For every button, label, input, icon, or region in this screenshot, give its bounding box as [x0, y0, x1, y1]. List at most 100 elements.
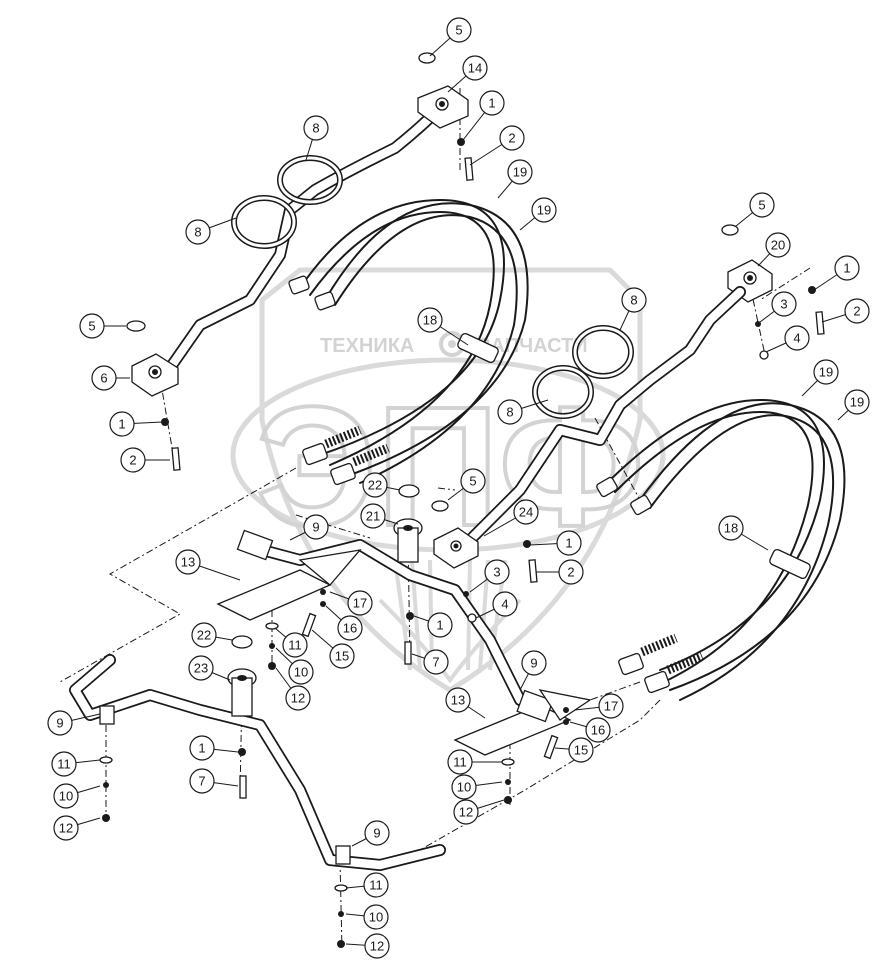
callout-circle	[417, 307, 443, 333]
callout-number: 6	[100, 371, 107, 386]
callout-circle	[288, 659, 314, 685]
callout-circle	[91, 365, 117, 391]
callout-number: 17	[604, 699, 618, 714]
callout-circle	[185, 219, 211, 245]
callout-16: 16	[325, 605, 363, 641]
o-ring-5-left	[126, 320, 146, 332]
callout-10: 10	[275, 647, 314, 685]
callout-number: 15	[335, 649, 349, 664]
callout-9: 9	[47, 710, 101, 736]
callout-8: 8	[303, 115, 329, 161]
callout-circle	[347, 590, 373, 616]
callout-circle	[556, 530, 582, 556]
callout-circle	[360, 503, 386, 529]
callout-4: 4	[475, 591, 518, 619]
callout-number: 10	[294, 665, 308, 680]
callout-circle	[303, 514, 329, 540]
callout-number: 1	[565, 536, 572, 551]
callout-1: 1	[462, 90, 505, 141]
callout-circle	[749, 192, 775, 218]
watermark-left-text: ТЕХНИКА	[320, 335, 414, 357]
callout-number: 19	[513, 165, 527, 180]
callout-number: 2	[508, 131, 515, 146]
callout-number: 18	[724, 521, 738, 536]
callout-7: 7	[411, 649, 449, 675]
callout-11: 11	[51, 751, 101, 777]
callout-number: 22	[368, 478, 382, 493]
callout-circle	[784, 325, 810, 351]
callout-number: 16	[343, 621, 357, 636]
bolt-7-center	[404, 641, 412, 665]
callout-14: 14	[447, 55, 488, 93]
callout-number: 18	[423, 313, 437, 328]
callout-number: 12	[459, 805, 473, 820]
callout-12: 12	[345, 933, 390, 959]
callout-circle	[558, 559, 584, 585]
callout-10: 10	[53, 783, 101, 809]
callout-10: 10	[451, 774, 503, 800]
callout-10: 10	[345, 904, 389, 930]
upper-left-pressure-pipe	[164, 102, 446, 374]
callout-circle	[79, 313, 105, 339]
callout-number: 8	[312, 121, 319, 136]
callout-circle	[188, 655, 214, 681]
hose-19-left	[288, 198, 529, 486]
callout-circle	[189, 735, 215, 761]
callout-circle	[479, 90, 505, 116]
callout-number: 23	[194, 661, 208, 676]
bolt-2-right	[815, 311, 825, 335]
callout-circle	[364, 933, 390, 959]
callout-13: 13	[445, 687, 486, 719]
callout-number: 1	[488, 96, 495, 111]
callout-number: 21	[366, 509, 380, 524]
callout-circle	[484, 559, 510, 585]
clamp-8-right-upper	[572, 325, 634, 379]
callout-3: 3	[469, 559, 510, 593]
callout-number: 9	[312, 520, 319, 535]
callout-number: 13	[451, 693, 465, 708]
callout-1: 1	[813, 255, 860, 291]
callout-12: 12	[453, 799, 505, 825]
callout-1: 1	[413, 612, 453, 638]
flange-21	[393, 518, 423, 563]
callout-18: 18	[417, 307, 469, 346]
callout-number: 14	[468, 61, 482, 76]
callout-circle	[813, 359, 839, 385]
callout-circle	[451, 774, 477, 800]
callout-circle	[329, 643, 355, 669]
callout-9: 9	[289, 514, 329, 541]
callout-number: 15	[574, 743, 588, 758]
callout-circle	[585, 717, 611, 743]
callout-8: 8	[497, 399, 549, 425]
callout-number: 12	[370, 939, 384, 954]
callout-5: 5	[447, 468, 486, 501]
callout-circle	[568, 737, 594, 763]
bracket-13-lower	[453, 689, 592, 756]
callout-number: 19	[819, 365, 833, 380]
callout-circle	[53, 815, 79, 841]
lower-left-pipe	[69, 654, 446, 871]
callout-circle	[765, 232, 791, 258]
flange-14	[417, 85, 469, 129]
callout-number: 9	[56, 716, 63, 731]
callout-number: 20	[771, 238, 785, 253]
callout-number: 5	[88, 319, 95, 334]
callout-3: 3	[759, 291, 797, 323]
callout-22: 22	[191, 622, 233, 648]
callout-5: 5	[79, 313, 126, 339]
callout-number: 13	[181, 555, 195, 570]
callout-circle	[497, 399, 523, 425]
callout-11: 11	[447, 749, 502, 775]
callout-number: 10	[457, 780, 471, 795]
callout-number: 10	[59, 789, 73, 804]
callout-number: 11	[57, 757, 71, 772]
callout-circle	[427, 612, 453, 638]
callout-number: 11	[453, 755, 467, 770]
callout-16: 16	[569, 717, 611, 743]
bolt-15-lower	[543, 734, 559, 760]
callout-11: 11	[274, 627, 308, 658]
callout-18: 18	[718, 515, 769, 551]
callout-number: 16	[591, 723, 605, 738]
callout-21: 21	[360, 503, 399, 529]
callout-8: 8	[185, 217, 237, 245]
